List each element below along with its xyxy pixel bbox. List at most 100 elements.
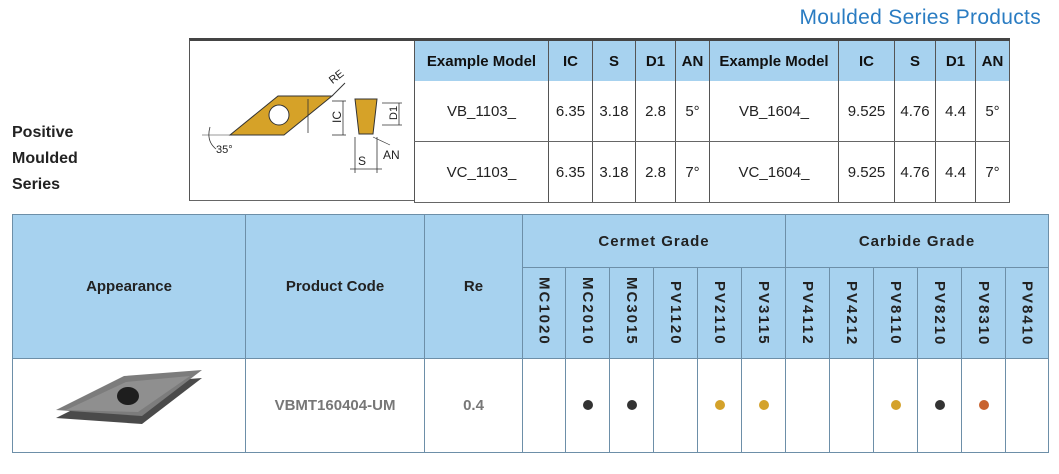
grade-cell <box>961 358 1006 453</box>
spec-cell: 9.525 <box>838 141 895 203</box>
grade-label: PV1120 <box>667 281 684 346</box>
grade-header: PV1120 <box>653 267 698 359</box>
spec-cell: 5° <box>675 81 710 142</box>
grade-label: MC1020 <box>535 277 553 346</box>
spec-table: Example Model IC S D1 AN Example Model I… <box>414 38 1010 203</box>
spec-cell: VC_1604_ <box>709 141 839 203</box>
col-product-code-header: Product Code <box>245 214 425 359</box>
spec-header: S <box>894 38 936 81</box>
availability-dot <box>626 399 637 410</box>
availability-dot <box>934 399 945 410</box>
grade-label: PV2110 <box>711 281 728 346</box>
spec-cell: 4.4 <box>935 81 976 142</box>
carbide-grade-header: Carbide Grade <box>785 214 1049 268</box>
grade-label: PV8110 <box>887 281 904 346</box>
spec-row: VB_1103_ 6.35 3.18 2.8 5° VB_1604_ 9.525… <box>414 81 1010 142</box>
insert-diagram: RE IC 35° D1 S AN <box>189 38 414 201</box>
series-title-line-1: Positive <box>12 124 74 141</box>
series-title: Positive Moulded Series <box>12 120 78 198</box>
grade-cell <box>609 358 654 453</box>
series-title-line-3: Series <box>12 176 61 193</box>
grade-group-row: Appearance Product Code Re Cermet Grade … <box>12 214 1049 359</box>
spec-header: Example Model <box>414 38 549 81</box>
spec-header: AN <box>975 38 1010 81</box>
grade-cell <box>873 358 918 453</box>
spec-header: D1 <box>935 38 976 81</box>
label-re: RE <box>327 68 346 87</box>
spec-cell: 2.8 <box>635 141 676 203</box>
col-re-header: Re <box>424 214 523 359</box>
label-ic: IC <box>330 111 344 123</box>
insert-photo <box>56 370 202 424</box>
grade-cell <box>741 358 786 453</box>
grade-header: PV2110 <box>697 267 742 359</box>
spec-cell: 6.35 <box>548 141 593 203</box>
grade-header: PV8110 <box>873 267 918 359</box>
insert-side-view <box>354 98 378 135</box>
grade-cell <box>1005 358 1049 453</box>
grade-cell <box>522 358 566 453</box>
insert-geometry-drawing: RE IC 35° D1 S AN <box>202 68 402 173</box>
series-title-line-2: Moulded <box>12 150 78 167</box>
appearance-cell <box>12 358 246 453</box>
re-value: 0.4 <box>424 358 523 453</box>
grade-header: MC2010 <box>565 267 610 359</box>
grade-header: PV8210 <box>917 267 962 359</box>
spec-cell: 3.18 <box>592 141 636 203</box>
spec-header-row: Example Model IC S D1 AN Example Model I… <box>414 38 1010 81</box>
spec-cell: 2.8 <box>635 81 676 142</box>
grade-label: PV8410 <box>1018 280 1036 346</box>
spec-cell: 6.35 <box>548 81 593 142</box>
grade-label: MC3015 <box>623 277 640 346</box>
spec-header: S <box>592 38 636 81</box>
spec-header: D1 <box>635 38 676 81</box>
col-appearance-header: Appearance <box>12 214 246 359</box>
grade-label: PV8210 <box>931 280 948 346</box>
spec-cell: 7° <box>975 141 1010 203</box>
spec-cell: 7° <box>675 141 710 203</box>
spec-cell: 5° <box>975 81 1010 142</box>
spec-header: IC <box>548 38 593 81</box>
spec-header: AN <box>675 38 710 81</box>
grade-cell <box>917 358 962 453</box>
spec-cell: 3.18 <box>592 81 636 142</box>
availability-dot <box>582 399 593 410</box>
grade-header: PV4112 <box>785 267 830 359</box>
grade-cell <box>565 358 610 453</box>
product-row: VBMT160404-UM 0.4 <box>12 358 1049 453</box>
spec-cell: VB_1604_ <box>709 81 839 142</box>
spec-cell: 4.76 <box>894 141 936 203</box>
grade-cell <box>829 358 874 453</box>
grade-header: MC1020 <box>522 267 566 359</box>
availability-dot <box>758 399 769 410</box>
grade-cell <box>653 358 698 453</box>
page-title: Moulded Series Products <box>799 6 1041 29</box>
spec-header: Example Model <box>709 38 839 81</box>
insert-hole <box>117 387 139 405</box>
label-s: S <box>358 154 366 168</box>
spec-cell: 9.525 <box>838 81 895 142</box>
label-an: AN <box>383 148 400 162</box>
grade-header: PV8410 <box>1005 267 1049 359</box>
label-angle: 35° <box>216 144 233 156</box>
insert-hole <box>268 104 290 126</box>
availability-dot <box>978 399 989 410</box>
product-grade-table: Appearance Product Code Re Cermet Grade … <box>12 214 1049 453</box>
grade-label: PV3115 <box>755 281 772 346</box>
spec-header: IC <box>838 38 895 81</box>
spec-row: VC_1103_ 6.35 3.18 2.8 7° VC_1604_ 9.525… <box>414 141 1010 203</box>
product-code: VBMT160404-UM <box>245 358 425 453</box>
grade-label: PV4212 <box>843 280 860 346</box>
availability-dot <box>890 399 901 410</box>
grade-label: PV8310 <box>975 280 992 346</box>
grade-header: PV8310 <box>961 267 1006 359</box>
spec-cell: VC_1103_ <box>414 141 549 203</box>
grade-cell <box>697 358 742 453</box>
grade-header: PV3115 <box>741 267 786 359</box>
cermet-grade-header: Cermet Grade <box>522 214 786 268</box>
grade-label: MC2010 <box>579 277 596 346</box>
grade-name-row: MC1020 MC2010 MC3015 PV1120 PV2110 PV311… <box>13 267 1049 359</box>
label-d1: D1 <box>388 106 400 120</box>
grade-cell <box>785 358 830 453</box>
availability-dot <box>714 399 725 410</box>
